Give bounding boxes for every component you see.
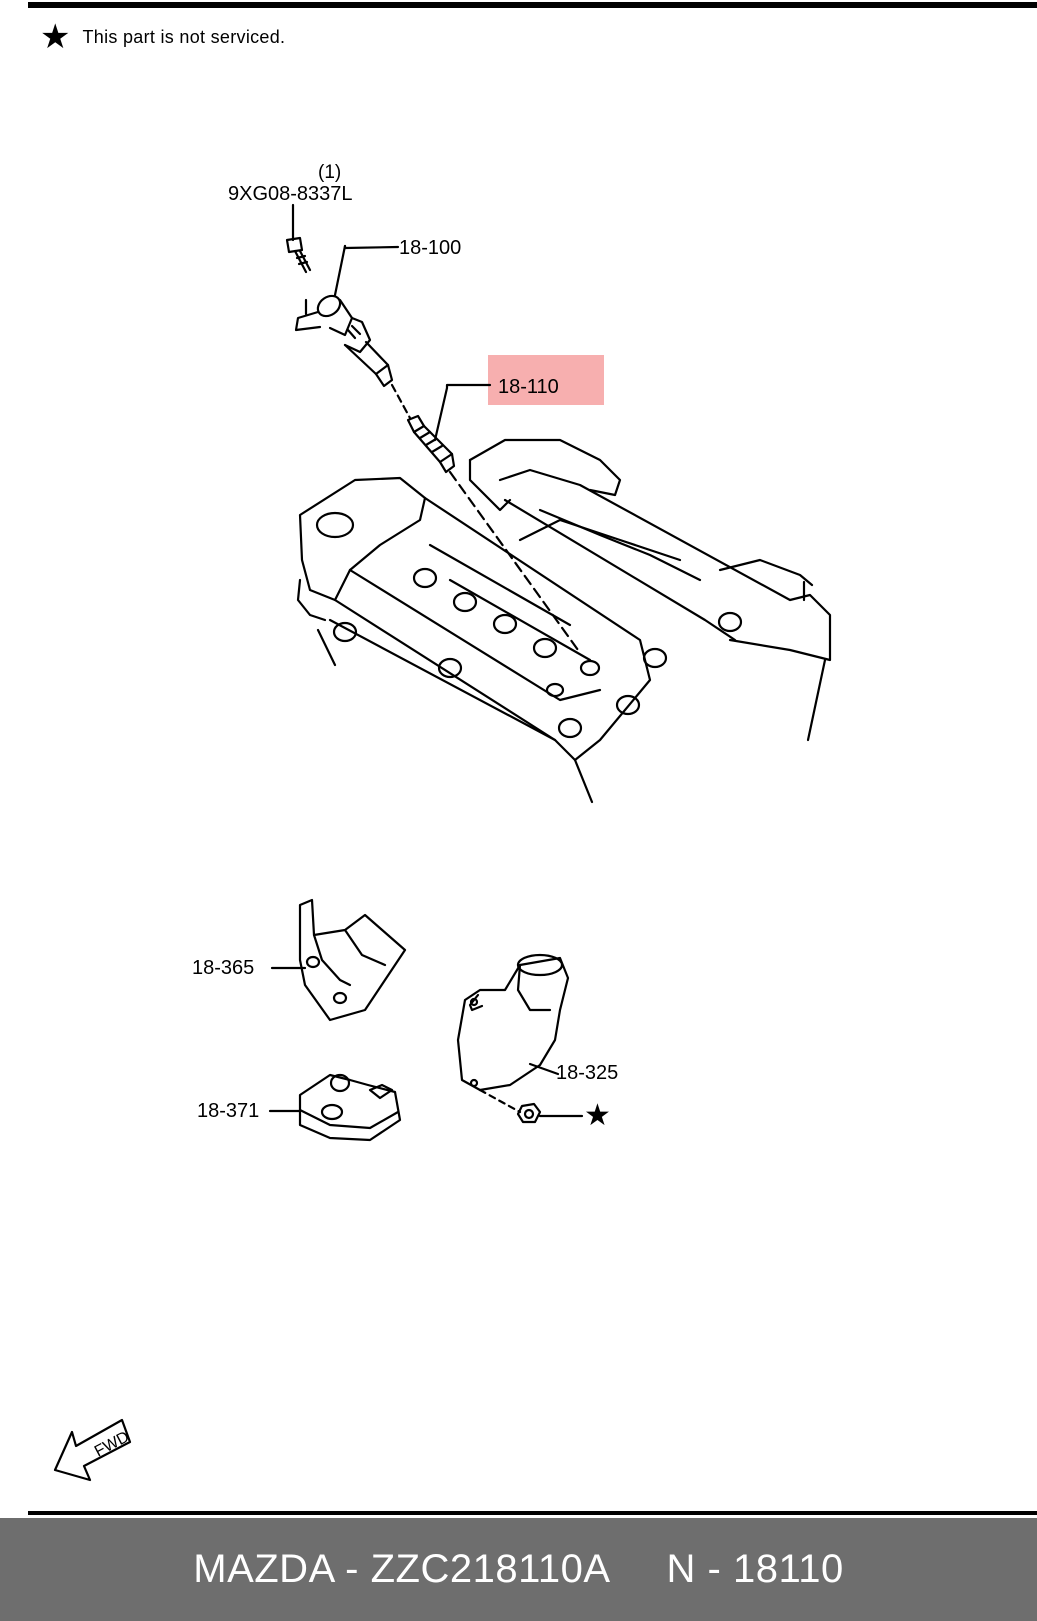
- bolt-qty-label: (1): [318, 162, 342, 183]
- legend: ★ This part is not serviced.: [40, 20, 285, 54]
- cover-365-label: 18-365: [192, 957, 255, 979]
- cover-325-label: 18-325: [556, 1062, 619, 1084]
- fwd-arrow-icon: FWD: [53, 1418, 132, 1482]
- ignition-coil-label: 18-100: [399, 237, 462, 259]
- star-icon: ★: [40, 18, 71, 56]
- spark-plug-highlight: [488, 355, 604, 405]
- footer-ref: N - 18110: [666, 1547, 844, 1591]
- cover-325-drawing: [456, 953, 584, 1124]
- footer-part-number: MAZDA - ZZC218110A: [193, 1547, 611, 1591]
- bolt-drawing: [285, 203, 312, 274]
- footer-bar: MAZDA - ZZC218110A N - 18110: [0, 1518, 1037, 1621]
- top-rule: [28, 2, 1037, 8]
- legend-text: This part is not serviced.: [82, 26, 286, 47]
- star-icon: ★: [584, 1099, 611, 1132]
- cylinder-head-cover-drawing: [296, 438, 832, 804]
- cover-365-drawing: [270, 898, 407, 1022]
- spark-plug-label: 18-110: [498, 376, 559, 398]
- bottom-rule: [28, 1511, 1037, 1515]
- ignition-coil-drawing: [294, 244, 400, 388]
- spark-plug-drawing: [390, 383, 580, 652]
- bracket-371-drawing: [268, 1073, 402, 1142]
- bracket-371-label: 18-371: [197, 1100, 260, 1122]
- bolt-part-label: 9XG08-8337L: [228, 183, 353, 205]
